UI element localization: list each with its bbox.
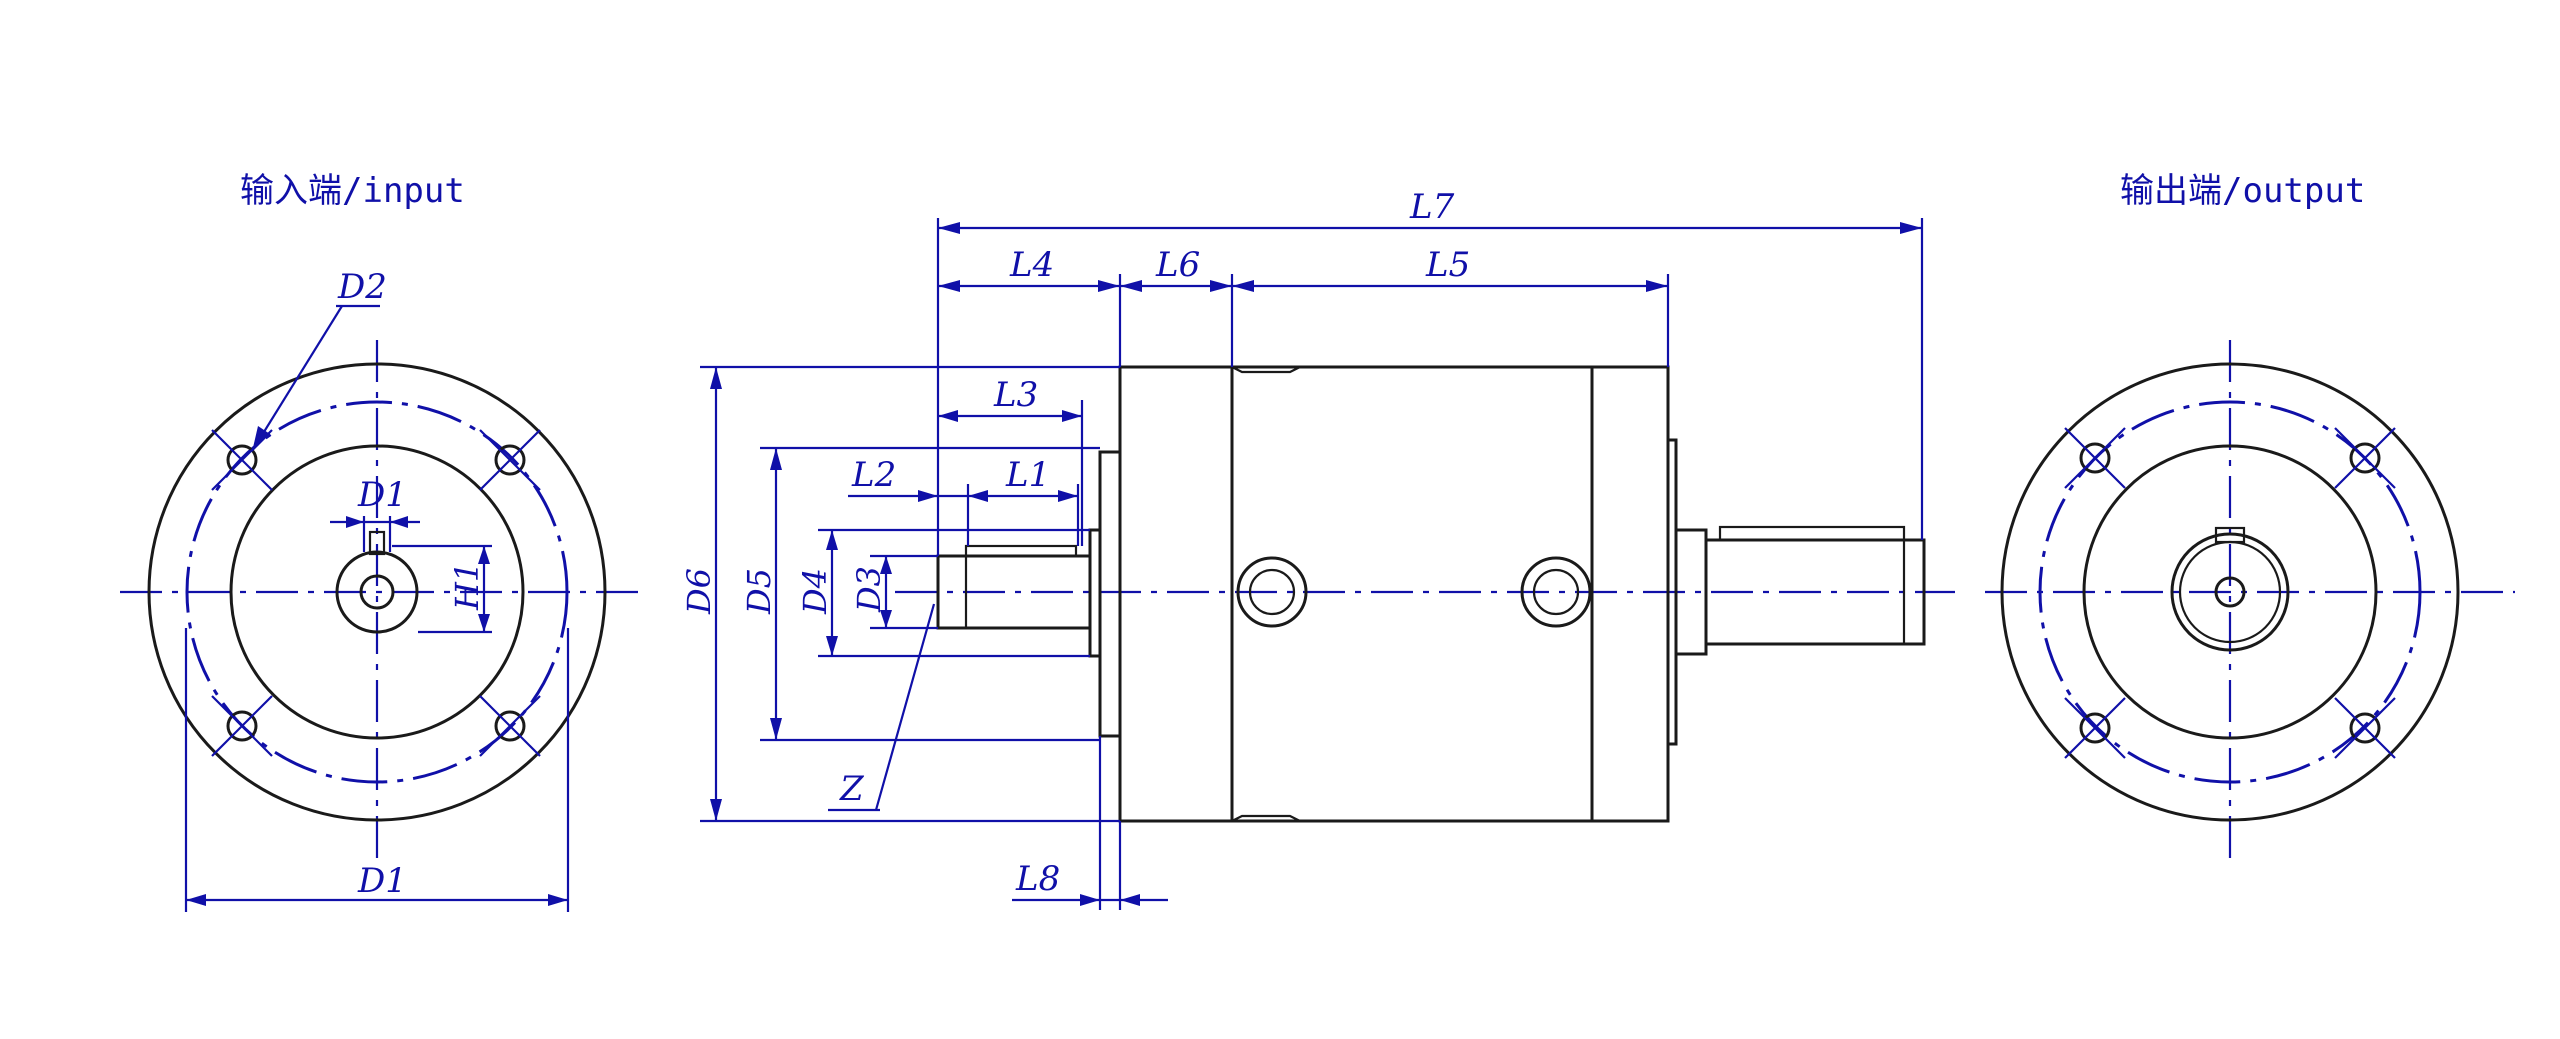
dim-label-l5: L5	[1425, 245, 1470, 285]
housing-groove-top	[1231, 366, 1301, 374]
z-leader-line	[874, 603, 936, 811]
side-view: L7 L4 L6 L5 L3 L2 L1	[680, 187, 1955, 910]
l3-arrow-right	[1062, 410, 1082, 422]
l7-arrow-right	[1900, 222, 1922, 234]
l4-arrow-left	[938, 280, 960, 292]
output-boss-circle	[2082, 444, 2378, 740]
l4-arrow-right	[1098, 280, 1120, 292]
output-bolt-hole-top-right	[2334, 427, 2396, 489]
input-flange-outer-circle	[147, 362, 607, 822]
h1-arrow-bottom	[478, 614, 490, 632]
dim-label-l1: L1	[1005, 455, 1050, 495]
d2-leader-arrow	[252, 426, 270, 452]
output-bolt-hole-bottom-right	[2334, 697, 2396, 759]
input-shaft-bore	[359, 574, 395, 610]
d1-small-arrow-left	[346, 516, 364, 528]
dim-label-d1-flange: D1	[357, 861, 407, 901]
l5-arrow-left	[1232, 280, 1254, 292]
d3-arrow-bottom	[880, 610, 892, 628]
dim-label-l2: L2	[851, 455, 896, 495]
l8-arrow-right	[1120, 894, 1140, 906]
dim-label-l3: L3	[993, 375, 1038, 415]
l8-arrow-left	[1080, 894, 1100, 906]
d3-arrow-top	[880, 556, 892, 574]
l1-arrow-right	[1058, 490, 1078, 502]
output-flange-outer-circle	[2000, 362, 2460, 822]
d1-small-arrow-right	[390, 516, 408, 528]
output-bolt-pitch-circle	[2038, 400, 2422, 784]
l6-arrow-right	[1210, 280, 1232, 292]
dim-label-d5: D5	[740, 568, 778, 615]
input-bolt-hole-bottom-left	[211, 695, 273, 757]
d1-large-arrow-left	[186, 894, 206, 906]
output-keyway	[2214, 526, 2246, 544]
dim-label-l7: L7	[1409, 187, 1455, 227]
housing-screw-right	[1520, 556, 1592, 628]
d1-large-arrow-right	[548, 894, 568, 906]
input-shaft-outer-circle	[335, 550, 419, 634]
l1-arrow-left	[968, 490, 988, 502]
d4-arrow-top	[826, 530, 838, 550]
l5-arrow-right	[1646, 280, 1668, 292]
dim-label-l8: L8	[1015, 859, 1060, 899]
dim-label-d4: D4	[796, 568, 834, 615]
l3-arrow-left	[938, 410, 958, 422]
dim-label-d2: D2	[337, 267, 387, 307]
l6-arrow-left	[1120, 280, 1142, 292]
output-bolt-hole-top-left	[2064, 427, 2126, 489]
l7-arrow-left	[938, 222, 960, 234]
input-flange-plate	[1098, 450, 1122, 738]
l2-arrow-left	[918, 490, 938, 502]
d5-arrow-top	[770, 448, 782, 470]
dim-label-d1-shaft: D1	[357, 475, 407, 515]
input-bolt-hole-top-right	[479, 429, 541, 491]
input-boss-circle	[229, 444, 525, 740]
dim-label-h1: H1	[448, 562, 486, 611]
d6-arrow-top	[710, 367, 722, 389]
housing-screw-left	[1236, 556, 1308, 628]
output-view-title: 输出端/output	[2120, 171, 2365, 211]
d2-leader-line	[253, 305, 343, 449]
d4-arrow-bottom	[826, 636, 838, 656]
dim-label-l4: L4	[1009, 245, 1054, 285]
housing-groove-bottom	[1231, 814, 1301, 822]
output-shaft-key	[1718, 525, 1906, 542]
input-bolt-hole-bottom-right	[479, 695, 541, 757]
housing-body	[1118, 365, 1670, 823]
output-shaft-center-hole	[2214, 576, 2246, 608]
dim-label-l6: L6	[1155, 245, 1200, 285]
dim-label-z: Z	[839, 769, 865, 809]
output-shaft-outer-circle	[2170, 532, 2290, 652]
input-keyway	[368, 530, 386, 556]
input-shaft-key	[964, 544, 1078, 558]
d6-arrow-bottom	[710, 799, 722, 821]
input-view-title: 输入端/input	[240, 171, 465, 211]
output-bolt-hole-bottom-left	[2064, 697, 2126, 759]
output-end-view: 输出端/output	[1985, 171, 2515, 862]
input-bolt-pitch-circle	[185, 400, 569, 784]
h1-arrow-top	[478, 546, 490, 564]
input-end-view: 输入端/input D2	[120, 171, 640, 912]
d5-arrow-bottom	[770, 718, 782, 740]
dim-label-d3: D3	[850, 566, 888, 613]
dim-label-d6: D6	[680, 568, 718, 615]
